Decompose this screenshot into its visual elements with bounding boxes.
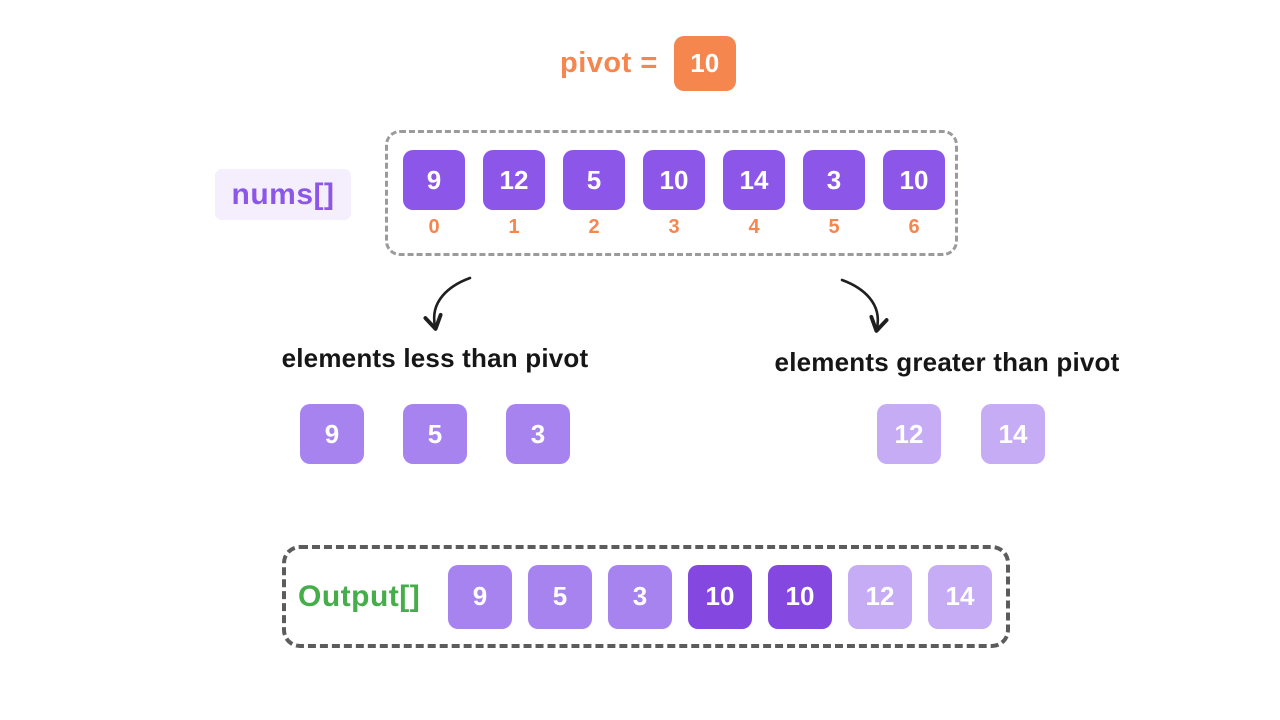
nums-box: 12 — [483, 150, 545, 210]
caption-greater-than-pivot: elements greater than pivot — [774, 347, 1120, 377]
output-cells: 9 5 3 10 10 12 14 — [448, 564, 992, 629]
output-box: 10 — [688, 564, 752, 629]
less-box: 9 — [300, 404, 364, 464]
nums-index: 4 — [748, 216, 760, 238]
curved-arrow-left-icon — [423, 276, 472, 331]
nums-column: 12 1 — [483, 150, 545, 253]
nums-box: 10 — [643, 150, 705, 210]
output-box: 10 — [768, 564, 832, 629]
nums-index: 1 — [508, 216, 520, 238]
output-box: 14 — [928, 564, 992, 629]
nums-column: 9 0 — [403, 150, 465, 253]
output-box: 9 — [448, 564, 512, 629]
less-box: 5 — [403, 404, 467, 464]
output-box: 5 — [528, 564, 592, 629]
less-than-group: 9 5 3 — [300, 404, 570, 464]
less-box: 3 — [506, 404, 570, 464]
nums-column: 5 2 — [563, 150, 625, 253]
nums-box: 9 — [403, 150, 465, 210]
nums-column: 10 6 — [883, 150, 945, 253]
output-array-container: Output[] 9 5 3 10 10 12 14 — [282, 545, 1010, 648]
output-box: 12 — [848, 564, 912, 629]
nums-array-label: nums[] — [215, 169, 351, 220]
pivot-header: pivot = 10 — [560, 36, 736, 91]
nums-array-container: 9 0 12 1 5 2 10 3 14 4 3 5 10 6 — [385, 130, 958, 256]
nums-box: 5 — [563, 150, 625, 210]
output-array-label: Output[] — [298, 579, 421, 613]
nums-column: 14 4 — [723, 150, 785, 253]
pivot-value-box: 10 — [673, 36, 736, 91]
caption-less-than-pivot: elements less than pivot — [281, 343, 589, 373]
nums-index: 5 — [828, 216, 840, 238]
nums-box: 14 — [723, 150, 785, 210]
nums-index: 6 — [908, 216, 920, 238]
pivot-label: pivot = — [560, 47, 658, 79]
nums-box: 3 — [803, 150, 865, 210]
greater-than-group: 12 14 — [877, 404, 1045, 464]
curved-arrow-right-icon — [840, 278, 889, 333]
nums-box: 10 — [883, 150, 945, 210]
nums-column: 10 3 — [643, 150, 705, 253]
nums-index: 2 — [588, 216, 600, 238]
nums-index: 3 — [668, 216, 680, 238]
nums-column: 3 5 — [803, 150, 865, 253]
output-box: 3 — [608, 564, 672, 629]
greater-box: 12 — [877, 404, 941, 464]
greater-box: 14 — [981, 404, 1045, 464]
nums-index: 0 — [428, 216, 440, 238]
